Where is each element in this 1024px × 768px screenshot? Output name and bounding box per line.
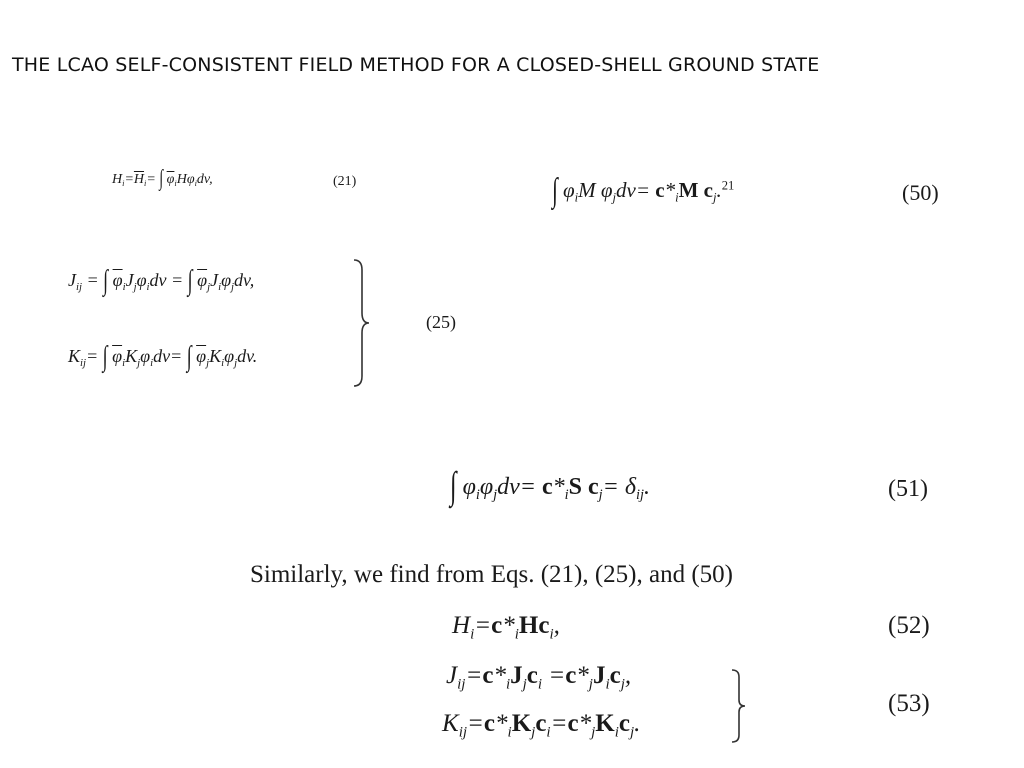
equation-53-brace	[731, 669, 746, 743]
equation-25-line-1: Jij = ∫ φiJjφidv = ∫ φjJiφjdv,	[68, 263, 255, 296]
equation-53-line-1: Jij=c*iJjci =c*jJicj,	[446, 662, 632, 693]
equation-25-brace	[353, 259, 370, 387]
equation-50-number: (50)	[902, 180, 939, 205]
equation-51: ∫ φiφjdv= c*iS cj= δij.	[450, 465, 651, 508]
equation-53-line-2: Kij=c*iKjci=c*jKicj.	[442, 710, 641, 741]
equation-21-number: (21)	[333, 174, 357, 189]
equation-52-number: (52)	[888, 612, 930, 639]
equation-53-number: (53)	[888, 690, 930, 717]
equation-50: ∫ φiM φjdv= c*iM cj.21	[552, 170, 735, 209]
equation-21: Hi=Hi= ∫ φiHφidv,	[112, 167, 213, 192]
equation-25-number: (25)	[426, 312, 456, 332]
equation-25-line-2: Kij= ∫ φiKjφidv= ∫ φjKiφjdv.	[68, 339, 258, 372]
equation-52: Hi=c*iHci,	[452, 612, 560, 643]
similarly-paragraph: Similarly, we find from Eqs. (21), (25),…	[250, 561, 733, 588]
equation-51-number: (51)	[888, 476, 928, 502]
slide-title: THE LCAO SELF-CONSISTENT FIELD METHOD FO…	[12, 54, 820, 76]
